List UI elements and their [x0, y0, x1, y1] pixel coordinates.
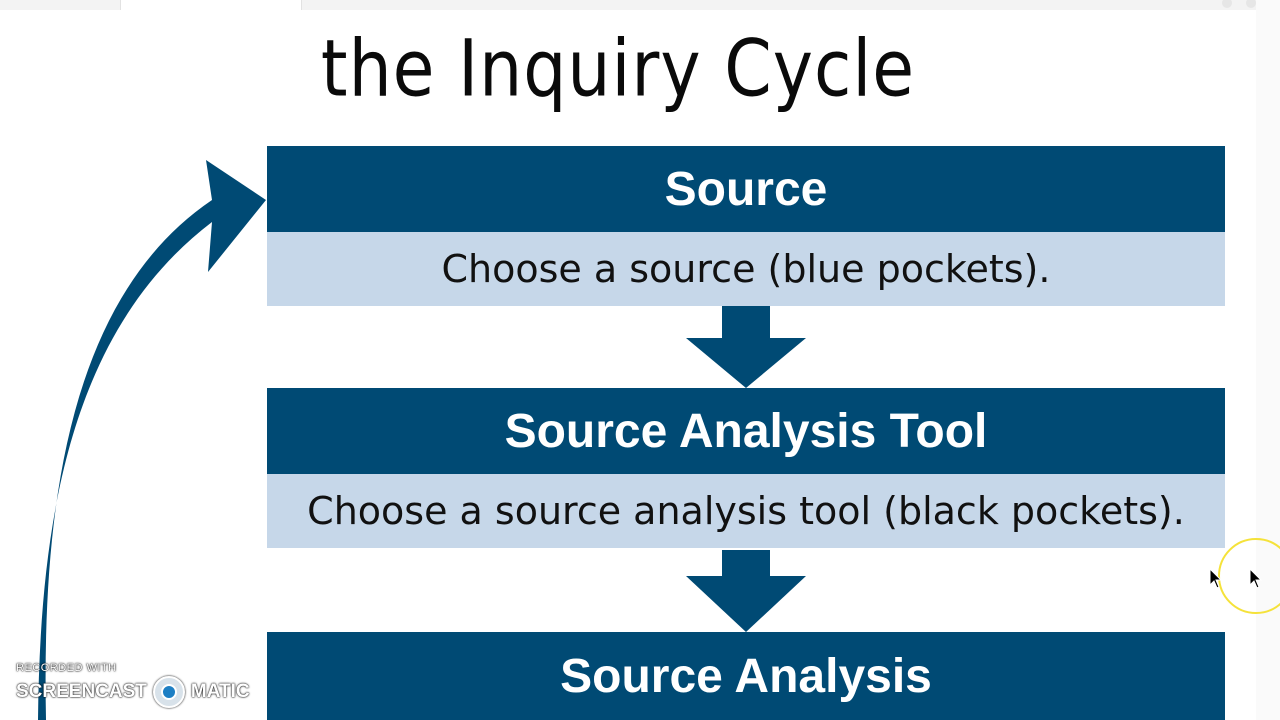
- down-arrow-icon: [686, 306, 806, 388]
- page-title: the Inquiry Cycle: [0, 24, 1248, 115]
- browser-tab-strip: [0, 0, 1280, 10]
- circle-icon: [1246, 0, 1256, 8]
- step-source: Source Choose a source (blue pockets).: [267, 146, 1225, 306]
- browser-tab[interactable]: [120, 0, 302, 10]
- step-source-analysis-tool: Source Analysis Tool Choose a source ana…: [267, 388, 1225, 548]
- step-source-analysis: Source Analysis: [267, 632, 1225, 720]
- step-heading: Source Analysis: [267, 632, 1225, 720]
- step-description: Choose a source analysis tool (black poc…: [267, 474, 1225, 548]
- watermark-brand-right: MATIC: [190, 681, 250, 702]
- screencast-watermark: RECORDED WITH SCREENCAST MATIC: [16, 662, 250, 708]
- step-heading: Source: [267, 146, 1225, 232]
- watermark-caption: RECORDED WITH: [16, 662, 117, 674]
- down-arrow-icon: [686, 550, 806, 632]
- step-description: Choose a source (blue pockets).: [267, 232, 1225, 306]
- cursor-highlight: [1218, 538, 1280, 614]
- title-line: the Inquiry Cycle: [320, 24, 916, 115]
- screencast-logo-icon: [152, 676, 185, 708]
- mouse-cursor-icon: [1209, 568, 1223, 589]
- circle-icon: [1222, 0, 1232, 8]
- step-heading: Source Analysis Tool: [267, 388, 1225, 474]
- watermark-brand-left: SCREENCAST: [16, 681, 147, 702]
- return-arrow-icon: [38, 160, 266, 720]
- mouse-cursor-icon: [1249, 568, 1263, 589]
